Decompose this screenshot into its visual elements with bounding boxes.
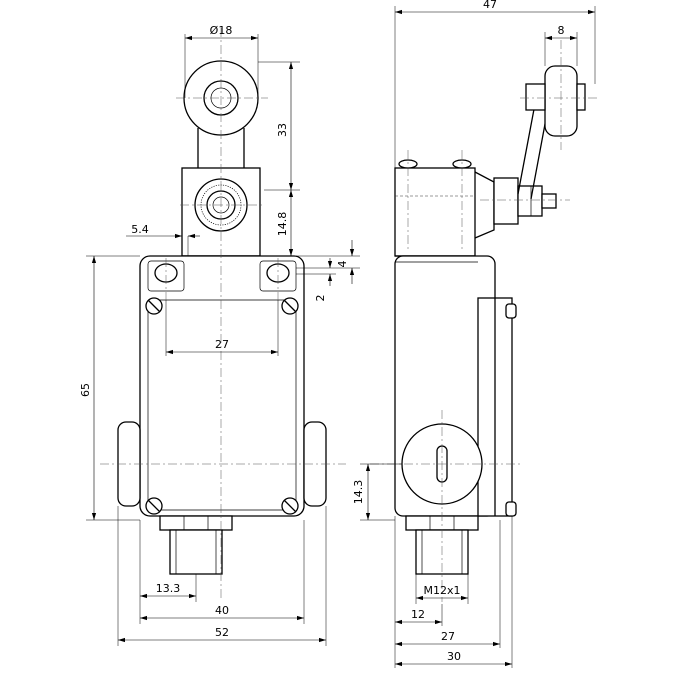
dim-thread: M12x1 <box>424 584 461 597</box>
dim-roller-width: 8 <box>558 24 565 37</box>
dim-conn-offset: 12 <box>411 608 425 621</box>
side-shaft-boss <box>474 171 495 239</box>
side-head-block <box>394 167 476 257</box>
dim-conduit-height: 14.3 <box>352 480 365 505</box>
side-view <box>370 40 600 602</box>
dim-head-height: 14.8 <box>276 212 289 237</box>
dim-lever-length: 33 <box>276 123 289 137</box>
front-cover <box>147 299 297 511</box>
dim-mount-spacing: 40 <box>215 604 229 617</box>
front-lever-arm <box>197 128 245 168</box>
dim-total-depth: 47 <box>483 0 497 11</box>
front-view <box>100 28 346 600</box>
dim-slot: 4 <box>336 261 349 268</box>
dim-body-width: 52 <box>215 626 229 639</box>
front-body <box>139 255 305 517</box>
dim-offset: 5.4 <box>131 223 149 236</box>
dim-hole-spacing: 27 <box>215 338 229 351</box>
dim-slot-gap: 2 <box>314 295 327 302</box>
dim-roller-diameter: Ø18 <box>210 24 233 37</box>
dim-thread-offset: 13.3 <box>156 582 181 595</box>
front-connector-thread <box>169 529 223 575</box>
cover-screws <box>145 297 299 515</box>
dim-side-depth: 30 <box>447 650 461 663</box>
dim-side-mount: 27 <box>441 630 455 643</box>
dim-body-height: 65 <box>79 383 92 397</box>
front-dimensions: Ø18 33 14.8 5.4 4 2 27 65 <box>79 24 360 646</box>
side-dimensions: 47 8 14.3 M12x1 12 27 30 <box>352 0 596 668</box>
